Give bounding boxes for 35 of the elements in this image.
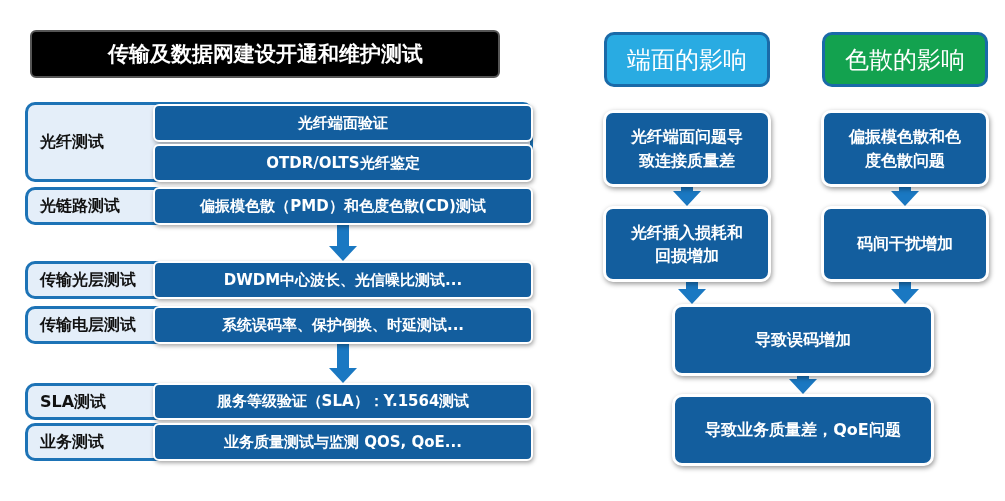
category-label: 传输电层测试 bbox=[40, 314, 136, 336]
test-item-box: 系统误码率、保护倒换、时延测试... bbox=[153, 306, 533, 344]
test-item-box: 偏振模色散（PMD）和色度色散(CD)测试 bbox=[153, 187, 533, 225]
test-item-box: OTDR/OLTS光纤鉴定 bbox=[153, 144, 533, 182]
arrow bbox=[891, 187, 919, 206]
test-category-band bbox=[25, 261, 533, 299]
arrow bbox=[329, 225, 357, 261]
test-category-band bbox=[25, 187, 533, 225]
category-label: 传输光层测试 bbox=[40, 269, 136, 291]
test-category-band bbox=[25, 306, 533, 344]
category-label: 光纤测试 bbox=[40, 131, 104, 153]
process-box: 导致误码增加 bbox=[672, 304, 934, 376]
test-item-box: 光纤端面验证 bbox=[153, 104, 533, 142]
heading-box: 色散的影响 bbox=[822, 32, 988, 87]
process-box: 码间干扰增加 bbox=[821, 206, 989, 282]
category-label: 业务测试 bbox=[40, 431, 104, 453]
test-item-box: 业务质量测试与监测 QOS, QoE... bbox=[153, 423, 533, 461]
heading-box: 端面的影响 bbox=[604, 32, 770, 87]
arrow bbox=[329, 344, 357, 383]
test-item-box: DWDM中心波长、光信噪比测试... bbox=[153, 261, 533, 299]
category-label: 光链路测试 bbox=[40, 195, 120, 217]
test-category-band bbox=[25, 102, 533, 182]
arrow bbox=[789, 376, 817, 394]
category-label: SLA测试 bbox=[40, 391, 107, 412]
test-category-band bbox=[25, 423, 533, 461]
arrow bbox=[678, 282, 706, 304]
test-category-band bbox=[25, 383, 533, 420]
process-box: 偏振模色散和色度色散问题 bbox=[821, 110, 989, 187]
title-banner: 传输及数据网建设开通和维护测试 bbox=[30, 30, 500, 78]
process-box: 光纤端面问题导致连接质量差 bbox=[603, 110, 771, 187]
arrow bbox=[891, 282, 919, 304]
process-box: 导致业务质量差，QoE问题 bbox=[672, 394, 934, 466]
process-box: 光纤插入损耗和回损增加 bbox=[603, 206, 771, 282]
test-item-box: 服务等级验证（SLA）：Y.1564测试 bbox=[153, 383, 533, 420]
arrow bbox=[673, 187, 701, 206]
